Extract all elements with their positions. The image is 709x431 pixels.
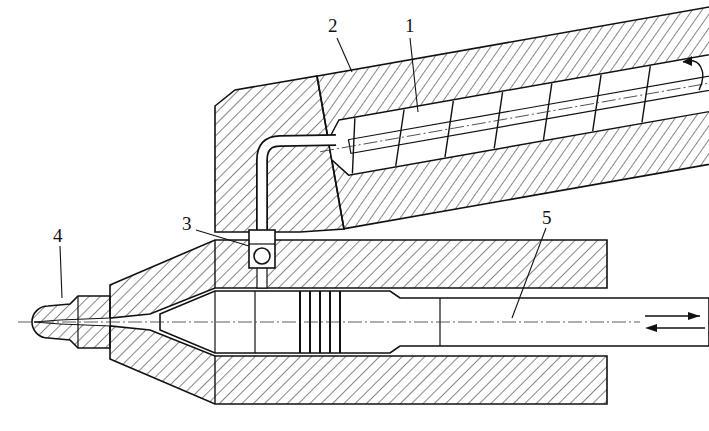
callout-number: 3 — [180, 214, 194, 233]
callout-number: 2 — [326, 16, 340, 35]
callout-number: 5 — [540, 208, 554, 227]
callout-number: 4 — [51, 226, 65, 245]
screw-barrel — [307, 7, 709, 231]
check-valve — [249, 230, 275, 268]
callout-number: 1 — [403, 16, 417, 35]
